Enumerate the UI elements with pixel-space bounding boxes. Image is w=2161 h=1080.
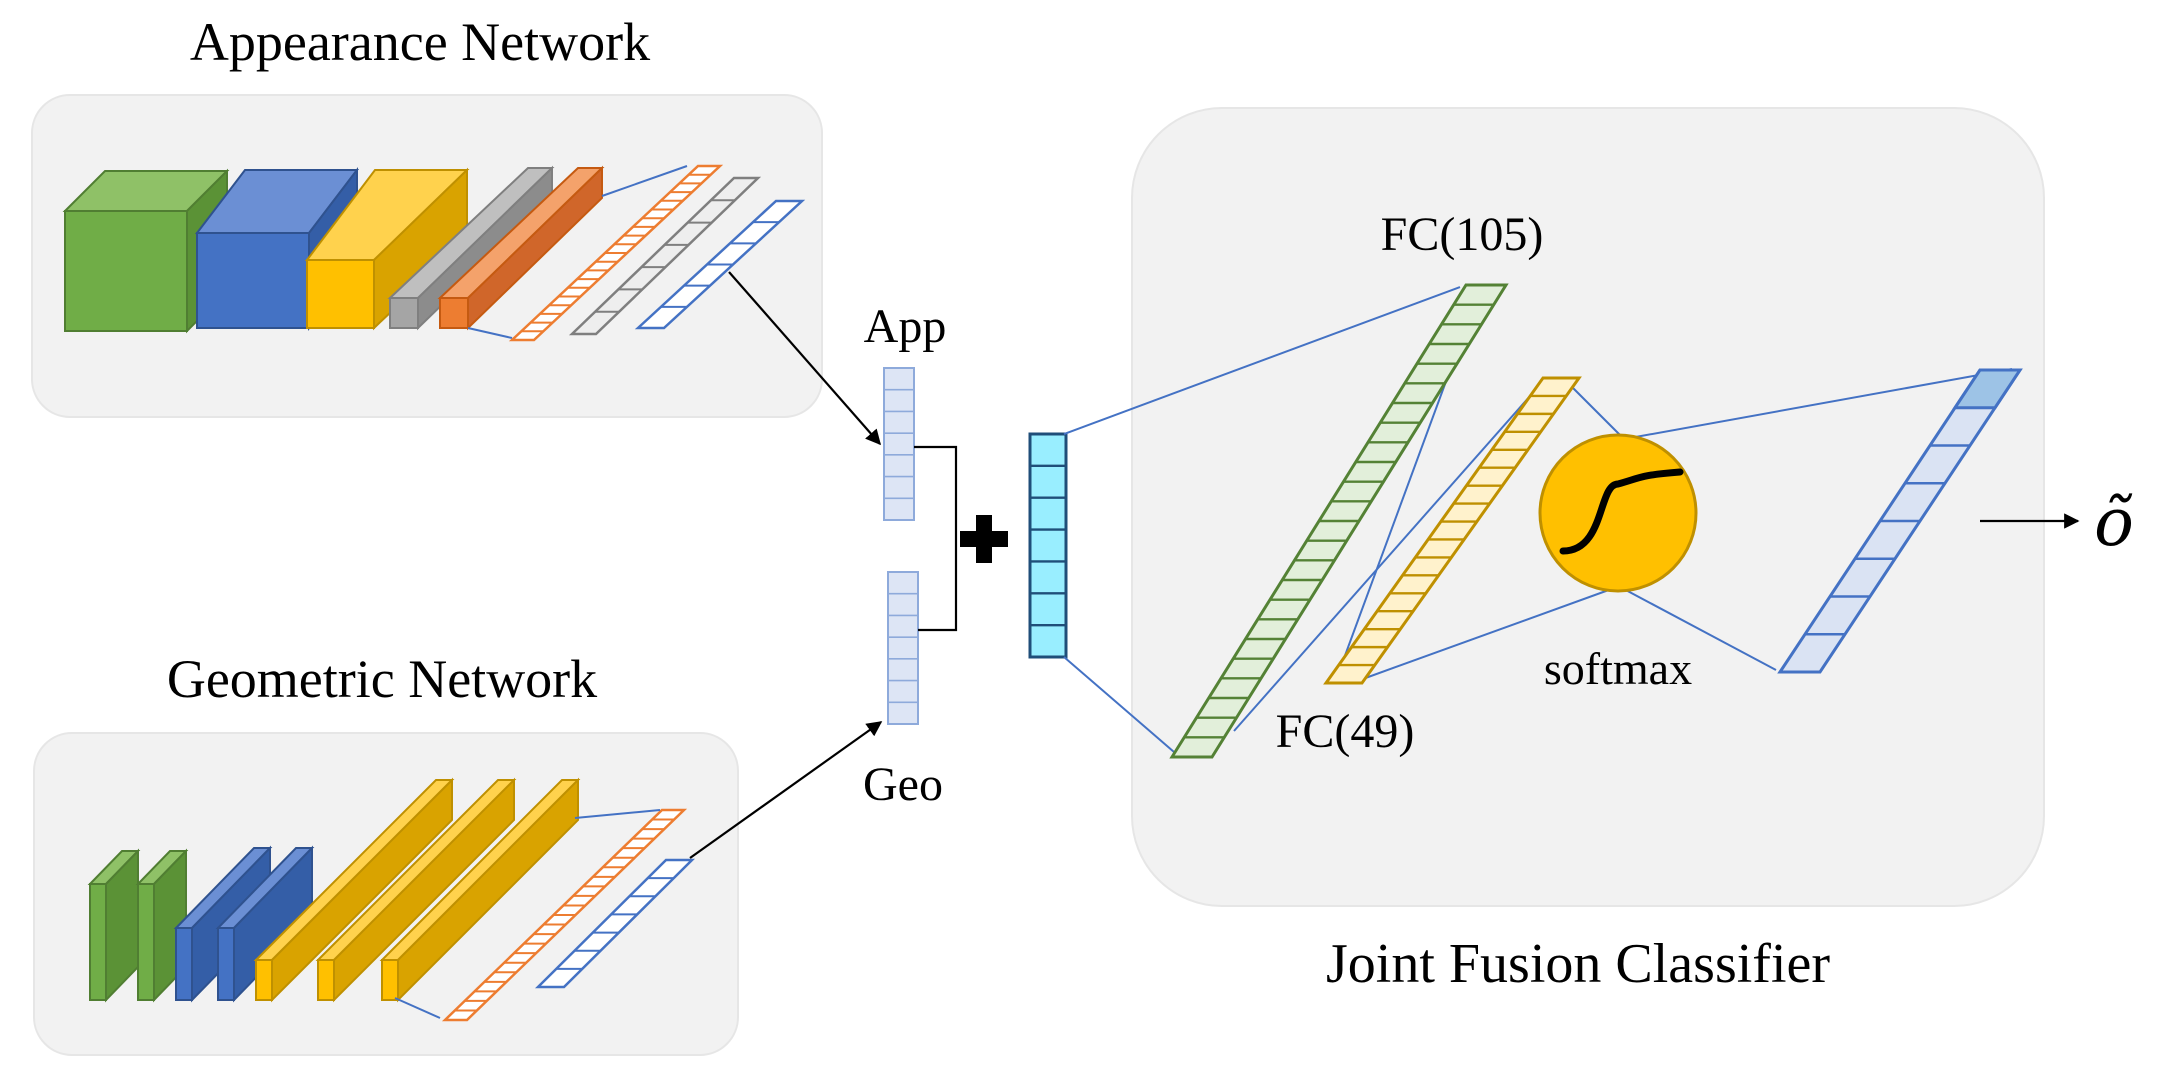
- geo-flatten-vector-orange: [441, 808, 688, 1022]
- conv-block-orange: [437, 165, 605, 331]
- geo-conv-blue-2: [215, 845, 315, 1003]
- fusion-connection-lines: [1063, 286, 2013, 753]
- geometric-network-title: Geometric Network: [167, 649, 597, 709]
- flatten-vector-orange: [508, 164, 724, 342]
- conv-block-gold: [304, 167, 470, 331]
- geo-conv-green-2: [135, 848, 189, 1003]
- slanted-vector-group: [508, 164, 806, 342]
- concat-vector-cells: [1028, 432, 1068, 659]
- geo-conv-gold-2: [315, 777, 517, 1003]
- geometric-to-geo-arrow: [689, 721, 883, 859]
- app-vector-cells: [883, 367, 915, 521]
- concat-bracket: [914, 445, 958, 632]
- fc49-label: FC(49): [1276, 705, 1415, 758]
- output-symbol: õ: [2094, 484, 2134, 561]
- app-feature-vector: [883, 367, 915, 521]
- appearance-network-layers: [62, 165, 688, 339]
- geo-conv-gold-3: [379, 777, 581, 1003]
- fc49-cells: [1323, 376, 1582, 685]
- output-top-cell: [1952, 368, 2023, 410]
- joint-fusion-classifier-title: Joint Fusion Classifier: [1326, 933, 1830, 995]
- fc105-layer: [1169, 283, 1509, 759]
- geo-conv-gold-1: [253, 777, 455, 1003]
- plus-icon: [960, 515, 1008, 563]
- geo-feature-vector: [887, 571, 919, 725]
- fc49-layer: [1323, 376, 1582, 685]
- sigmoid-icon: [1538, 433, 1698, 593]
- flatten-vector-gray: [568, 176, 762, 336]
- appearance-to-app-arrow: [728, 271, 882, 446]
- concatenated-feature-vector: [1028, 432, 1068, 659]
- output-layer-vector: [1777, 368, 2023, 674]
- geo-label: Geo: [863, 758, 943, 811]
- appearance-network-title: Appearance Network: [190, 12, 650, 72]
- flatten-vector-blue: [634, 199, 806, 330]
- geometric-network-layers: [87, 777, 696, 1022]
- fc105-cells: [1169, 283, 1509, 759]
- app-label: App: [864, 300, 947, 353]
- softmax-label: softmax: [1544, 643, 1692, 694]
- geo-vector-cells: [887, 571, 919, 725]
- geo-flatten-vector-blue: [534, 858, 696, 989]
- fc105-label: FC(105): [1381, 208, 1544, 261]
- output-cells: [1777, 368, 2023, 674]
